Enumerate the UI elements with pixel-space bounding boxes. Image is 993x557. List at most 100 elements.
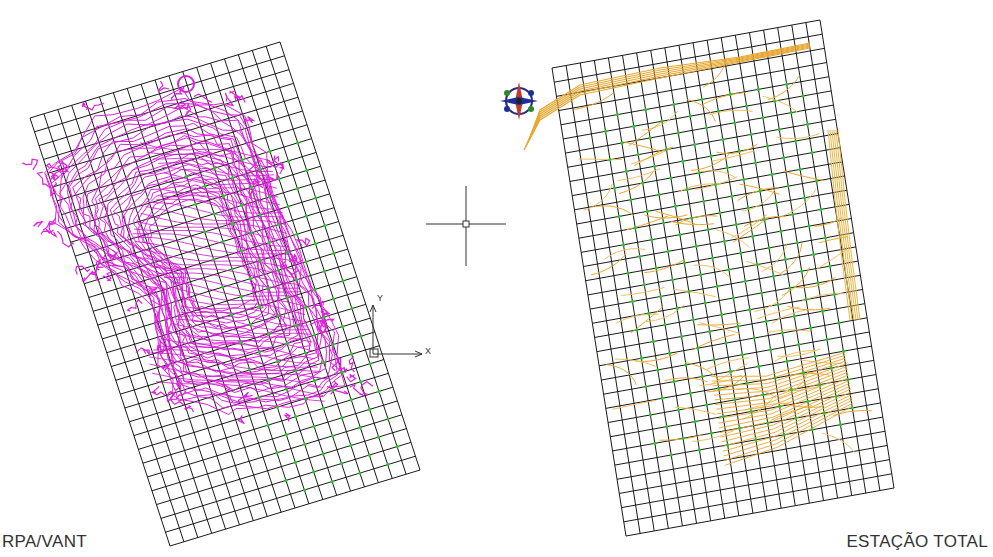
survey-point <box>775 201 778 204</box>
contour-line <box>739 184 779 194</box>
contour-line <box>671 222 714 225</box>
survey-point <box>794 417 797 420</box>
survey-point <box>650 238 653 241</box>
grid-line <box>594 60 668 528</box>
grid-line <box>552 68 626 536</box>
contour-line <box>22 159 37 170</box>
contour-line <box>49 223 56 236</box>
survey-point <box>358 472 361 475</box>
survey-point <box>708 330 711 333</box>
survey-point <box>368 362 371 365</box>
contour-line <box>768 75 800 100</box>
survey-point <box>674 205 677 208</box>
survey-point <box>837 321 840 324</box>
contour-line <box>525 47 810 148</box>
survey-point <box>635 328 638 331</box>
grid-left <box>30 42 420 546</box>
survey-point <box>769 348 772 351</box>
survey-point <box>625 170 628 173</box>
survey-point <box>738 150 741 153</box>
survey-point <box>655 267 658 270</box>
survey-point <box>851 406 854 409</box>
survey-point <box>796 241 799 244</box>
survey-point <box>323 224 326 227</box>
survey-point <box>763 218 766 221</box>
survey-point <box>313 379 316 382</box>
survey-point <box>800 270 803 273</box>
contour-line <box>149 357 320 378</box>
survey-point <box>683 261 686 264</box>
survey-point <box>724 342 727 345</box>
survey-point <box>717 387 720 390</box>
contour-line <box>297 238 309 245</box>
grid-line <box>552 20 820 68</box>
contour-line <box>51 104 338 404</box>
survey-point <box>629 198 632 201</box>
survey-point <box>331 434 334 437</box>
survey-point <box>721 138 724 141</box>
survey-point <box>757 88 760 91</box>
figure-label: ESTAÇÃO TOTAL <box>846 532 988 552</box>
contour-line <box>162 364 169 371</box>
survey-point <box>240 204 243 207</box>
contour-line <box>732 215 767 238</box>
grid-line <box>554 34 822 82</box>
survey-point <box>682 437 685 440</box>
survey-point <box>687 290 690 293</box>
survey-point <box>842 350 845 353</box>
contour-line <box>721 389 851 437</box>
contour-line <box>838 130 860 320</box>
contour-line <box>181 306 307 322</box>
grid-right <box>552 20 894 536</box>
survey-point <box>322 407 325 410</box>
survey-point <box>241 158 244 161</box>
contour-line <box>180 316 310 330</box>
survey-point <box>359 335 362 338</box>
grid-line <box>563 91 831 139</box>
grid-line <box>599 318 867 366</box>
contour-line <box>164 181 278 197</box>
survey-point <box>824 236 827 239</box>
grid-line <box>651 50 725 518</box>
survey-point <box>812 253 815 256</box>
survey-point <box>770 173 773 176</box>
contour-line <box>744 216 786 226</box>
survey-point <box>285 342 288 345</box>
survey-point <box>640 357 643 360</box>
survey-point <box>757 365 760 368</box>
contour-line <box>238 392 253 401</box>
survey-point <box>258 350 261 353</box>
grid-line <box>224 59 364 487</box>
survey-point <box>213 212 216 215</box>
contour-line <box>57 231 73 247</box>
survey-point <box>295 324 298 327</box>
survey-point <box>778 128 781 131</box>
grid-line <box>608 58 682 526</box>
survey-point <box>240 249 243 252</box>
survey-point <box>830 366 833 369</box>
contour-line <box>685 363 719 381</box>
survey-point <box>653 165 656 168</box>
survey-point <box>632 125 635 128</box>
survey-point <box>305 260 308 263</box>
survey-point <box>604 130 607 133</box>
contour-line <box>73 123 319 385</box>
survey-point <box>286 205 289 208</box>
contour-line <box>694 335 735 350</box>
survey-point <box>622 243 625 246</box>
survey-points <box>185 141 399 491</box>
grid-line <box>580 63 654 531</box>
contour-line <box>140 143 270 161</box>
grid-line <box>577 176 845 224</box>
contour-line <box>175 101 186 109</box>
contour-line <box>151 386 165 395</box>
contour-line <box>704 93 746 104</box>
grid-line <box>147 401 397 477</box>
survey-point <box>790 388 793 391</box>
survey-point <box>323 315 326 318</box>
contour-line <box>710 110 753 114</box>
contour-line <box>157 341 164 354</box>
survey-point <box>744 280 747 283</box>
survey-point <box>276 314 279 317</box>
survey-point <box>745 382 748 385</box>
